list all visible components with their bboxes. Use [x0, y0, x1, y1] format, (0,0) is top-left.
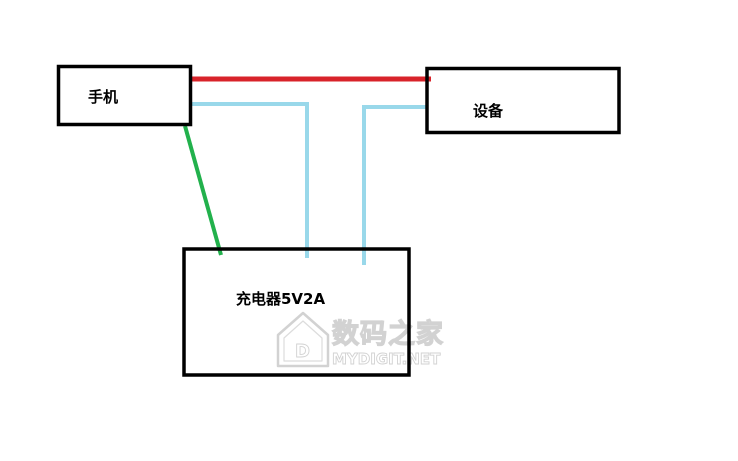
- phone-box-border: [56, 64, 193, 127]
- blue-wire-device-to-charger: [362, 105, 427, 265]
- charger-box-border: [182, 247, 411, 377]
- device-label: 设备: [473, 102, 504, 120]
- blue-wire-phone-to-charger: [191, 102, 309, 258]
- charger-label: 充电器5V2A: [236, 290, 325, 308]
- device-box: 设备: [425, 66, 621, 135]
- watermark-brand-cn: 数码之家: [332, 318, 444, 350]
- house-logo-icon: D: [276, 311, 330, 368]
- device-box-border: [425, 66, 621, 135]
- watermark: D 数码之家 MYDIGIT.NET: [276, 311, 444, 368]
- phone-label: 手机: [88, 88, 118, 106]
- green-wire: [183, 125, 223, 256]
- charger-box: 充电器5V2A: [182, 247, 411, 377]
- watermark-logo-letter: D: [295, 341, 310, 362]
- phone-box: 手机: [56, 64, 193, 127]
- watermark-brand-en: MYDIGIT.NET: [332, 350, 441, 368]
- wires: [183, 76, 431, 265]
